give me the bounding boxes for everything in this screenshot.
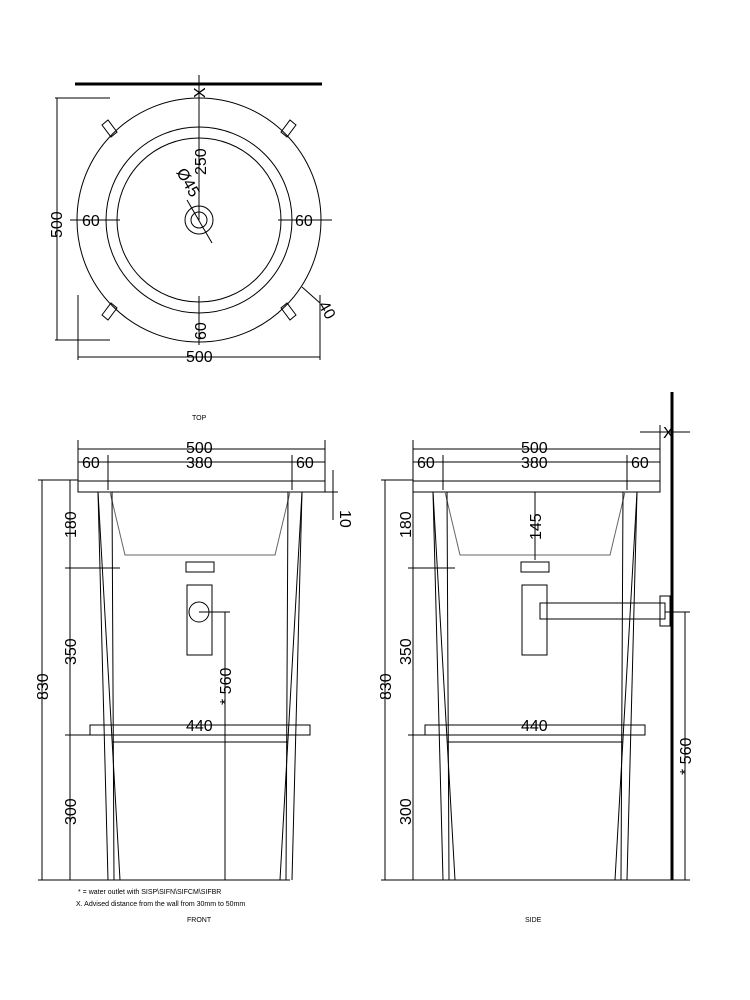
countertop: [77, 480, 326, 493]
dim-basin-depth: 145: [528, 513, 545, 540]
dim-rim-right: 60: [631, 455, 649, 472]
dim-rim-left: 60: [417, 455, 435, 472]
dim-upper: 180: [398, 511, 415, 538]
dim-rim-left: 60: [82, 455, 100, 472]
drain-collar: [185, 561, 215, 573]
dim-basin-width: 380: [521, 455, 548, 472]
dim-depth: 500: [49, 211, 66, 238]
shelf: [424, 724, 646, 736]
dim-middle: 350: [398, 638, 415, 665]
dim-wall-gap: X: [663, 425, 674, 442]
dim-total-width: 500: [186, 440, 213, 457]
dim-lower: 300: [63, 798, 80, 825]
dim-rim-right: 60: [296, 455, 314, 472]
front-view: 500 60 380 60 10 830 180 350 300 440 * 5…: [35, 440, 353, 924]
dim-rim-bottom: 60: [193, 322, 210, 340]
dim-total-height: 830: [35, 673, 52, 700]
trap: [521, 584, 548, 656]
shelf: [89, 724, 311, 736]
side-view: 500 60 380 60 X 145 830 180 350 300 440 …: [378, 392, 695, 924]
dim-shelf-width: 440: [186, 718, 213, 735]
note-water-outlet: * = water outlet with SISP\SIFN\SIFCM\SI…: [78, 889, 221, 896]
dim-outlet-height: * 560: [218, 668, 235, 705]
dim-shelf-width: 440: [521, 718, 548, 735]
dim-lower: 300: [398, 798, 415, 825]
outlet-pipe: [539, 602, 666, 620]
legs: [101, 119, 297, 321]
dim-center: 250: [193, 148, 210, 175]
dim-top-thickness: 10: [336, 510, 353, 528]
dimension-lines: [55, 75, 332, 360]
dim-middle: 350: [63, 638, 80, 665]
front-view-label: FRONT: [187, 917, 212, 924]
side-view-label: SIDE: [525, 917, 542, 924]
dimension-lines: [38, 440, 338, 881]
drain-collar: [520, 561, 550, 573]
dimension-lines: [381, 425, 690, 881]
dim-leg: 40: [315, 299, 339, 323]
dim-width: 500: [186, 349, 213, 366]
wall-flange: [659, 595, 671, 627]
dim-total-height: 830: [378, 673, 395, 700]
dim-outlet-height: * 560: [678, 738, 695, 775]
trap: [186, 584, 213, 656]
dim-basin-width: 380: [186, 455, 213, 472]
dim-wall-gap: X: [192, 87, 209, 98]
legs: [432, 491, 638, 881]
basin: [109, 491, 291, 556]
dim-upper: 180: [63, 511, 80, 538]
dim-rim-left: 60: [82, 213, 100, 230]
note-wall-distance: X. Advised distance from the wall from 3…: [76, 901, 245, 908]
legs: [97, 491, 303, 881]
dim-total-width: 500: [521, 440, 548, 457]
dim-rim-right: 60: [295, 213, 313, 230]
top-view: X 250 Ø45 60 60 60 500 500 40 TOP: [49, 75, 338, 422]
top-view-label: TOP: [192, 415, 207, 422]
countertop: [412, 480, 661, 493]
